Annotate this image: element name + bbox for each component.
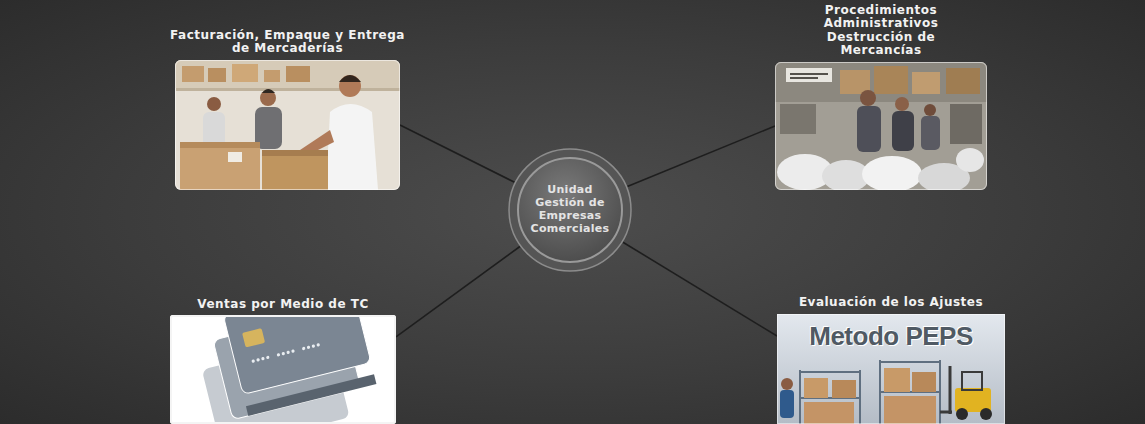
peps-photo <box>777 314 1005 424</box>
connector-line <box>623 242 777 336</box>
hub-circle: Unidad Gestión de Empresas Comerciales <box>508 148 632 272</box>
hub-disc <box>518 158 622 262</box>
box-heading: Evaluación de los Ajustes <box>766 296 1016 309</box>
packing-photo <box>175 60 400 190</box>
box-heading: Ventas por Medio de TC <box>158 298 408 311</box>
box-heading: Facturación, Empaque y Entrega de Mercad… <box>163 29 413 55</box>
connector-line <box>400 125 515 182</box>
image-box: Ventas por Medio de TC <box>170 315 396 424</box>
warehouse-photo <box>775 62 987 190</box>
connector-line <box>396 247 520 337</box>
connector-line <box>627 126 775 186</box>
hub-ring <box>509 149 631 271</box>
credit-card-photo <box>170 315 396 424</box>
image-caption: Metodo PEPS <box>778 321 1004 352</box>
box-heading: Procedimientos Administrativos Destrucci… <box>797 4 965 57</box>
hub-label: Unidad Gestión de Empresas Comerciales <box>522 184 618 236</box>
image-box: Facturación, Empaque y Entrega de Mercad… <box>175 60 400 190</box>
image-box: Evaluación de los AjustesMetodo PEPS <box>777 314 1005 424</box>
image-box: Procedimientos Administrativos Destrucci… <box>775 62 987 190</box>
